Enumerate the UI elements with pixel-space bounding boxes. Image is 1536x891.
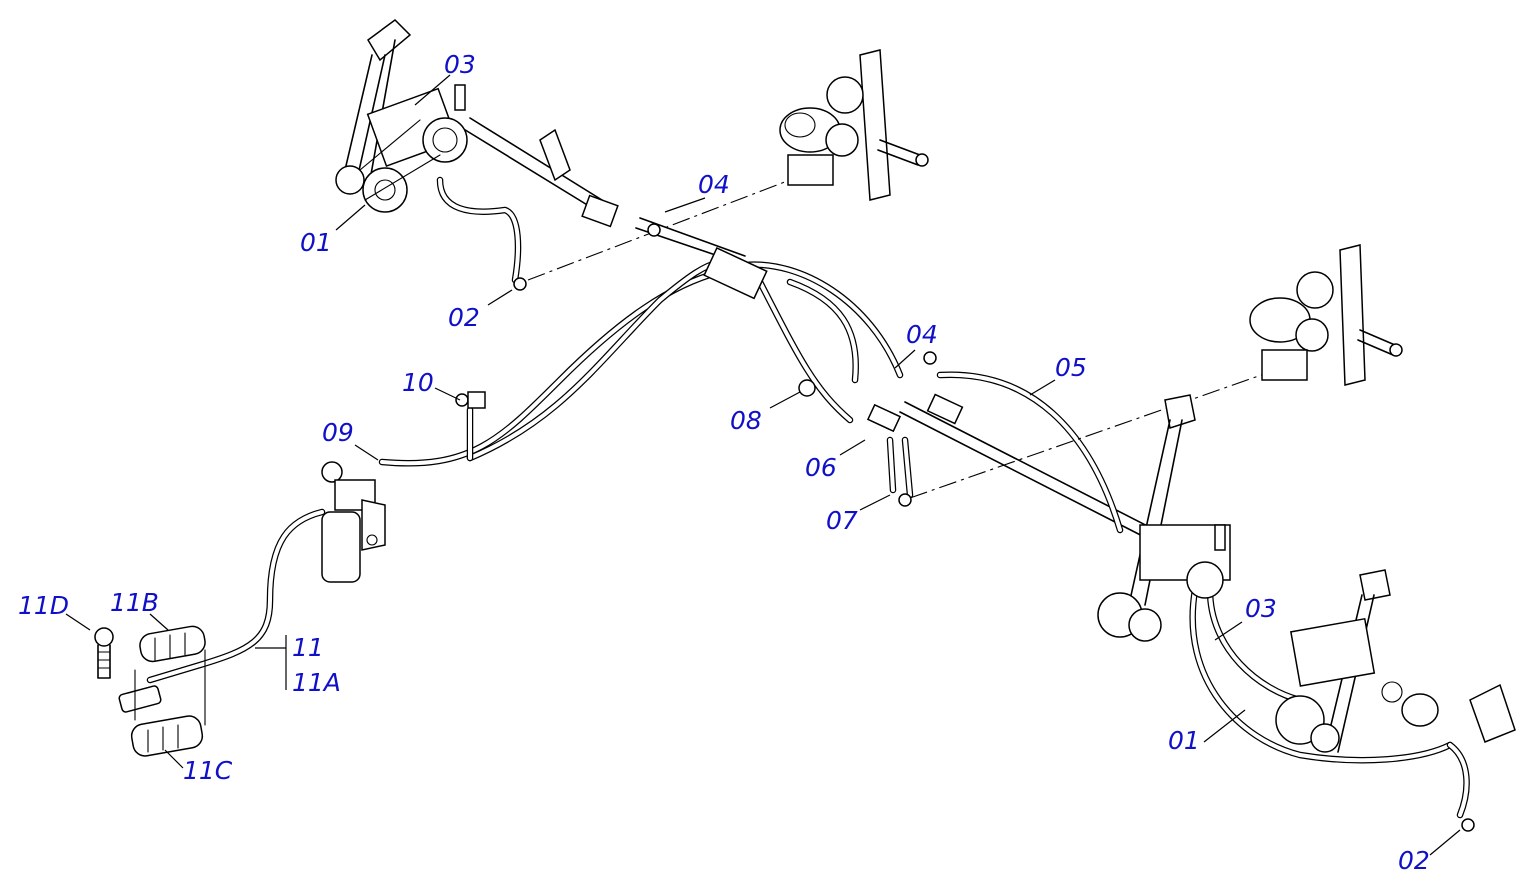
hose-left-02 (436, 176, 522, 284)
callout-11c: 11C (183, 756, 233, 785)
callout-right-02: 02 (1398, 846, 1430, 875)
upper-motor-plate (779, 49, 929, 201)
callout-09: 09 (322, 418, 354, 447)
hose-07 (886, 436, 914, 499)
callout-left-03: 03 (444, 50, 476, 79)
callout-right-01: 01 (1168, 726, 1200, 755)
callout-10: 10 (402, 368, 434, 397)
callout-left-01: 01 (300, 228, 332, 257)
callout-11b: 11B (110, 588, 159, 617)
callout-11: 11 (292, 633, 324, 662)
filter-assembly (321, 461, 386, 583)
hose-09-10 (378, 258, 724, 467)
callout-11a: 11A (292, 668, 341, 697)
callout-08: 08 (730, 406, 762, 435)
callout-right-03: 03 (1245, 594, 1277, 623)
right-motor-plate (1249, 244, 1403, 386)
callout-left-04: 04 (698, 170, 730, 199)
grip-parts (94, 625, 206, 757)
callout-11d: 11D (18, 591, 70, 620)
callout-06: 06 (805, 453, 837, 482)
left-drive-assembly (335, 19, 619, 228)
hose-right-01-03 (1189, 586, 1470, 819)
center-manifold (703, 246, 964, 433)
callout-left-02: 02 (448, 303, 480, 332)
fittings (455, 223, 1475, 832)
lower-beam (899, 401, 1166, 546)
right-drive-assembly (1097, 394, 1516, 753)
hose-center-upper (741, 261, 904, 424)
callout-center-04: 04 (906, 320, 938, 349)
callout-05: 05 (1055, 353, 1087, 382)
hose-05 (936, 371, 1124, 534)
leader-lines (65, 74, 1461, 856)
hose-11 (146, 508, 326, 684)
centerline-lower (909, 371, 1271, 499)
callout-07: 07 (826, 506, 858, 535)
